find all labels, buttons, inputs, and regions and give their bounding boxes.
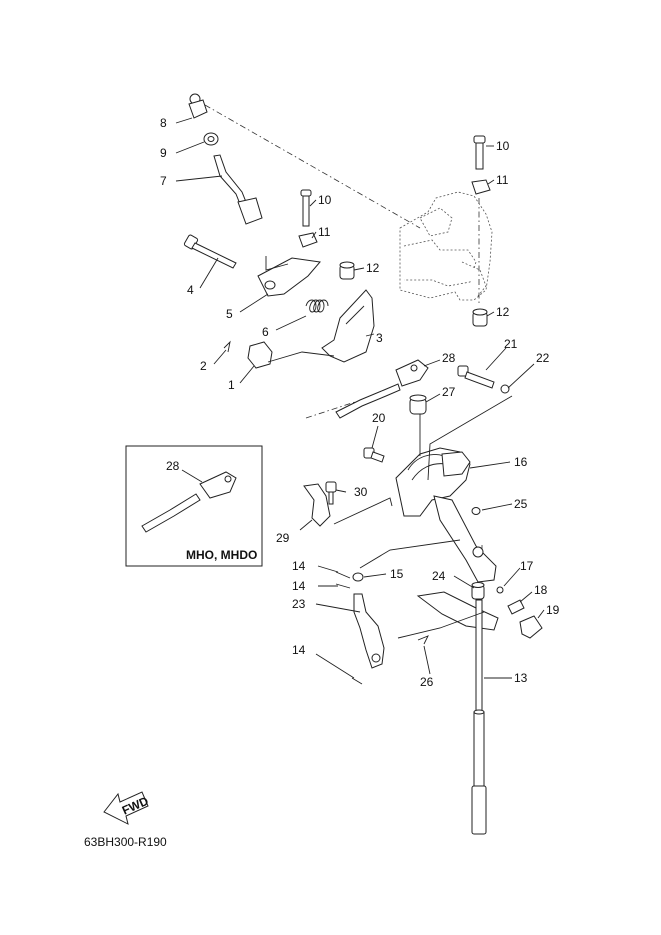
callout-14-lower: 14 [292,643,306,657]
callout-2: 2 [200,359,207,373]
part-24-bushing [471,582,485,600]
callout-22: 22 [536,351,550,365]
callout-29: 29 [276,531,290,545]
callout-26: 26 [420,675,434,689]
fwd-label: FWD [120,794,151,818]
part-12-collar-left [339,261,355,280]
part-3-throttle-cam [321,289,375,363]
part-17-ball [496,586,504,594]
part-5-lever-bracket [257,257,321,297]
part-13-shift-rod [471,599,487,835]
callout-17: 17 [520,559,534,573]
part-21-bolt [457,365,495,389]
part-8-cable-end [188,93,208,119]
callout-6: 6 [262,325,269,339]
callout-13: 13 [514,671,528,685]
part-11-nut-right [471,179,491,195]
callout-28: 28 [442,351,456,365]
callout-3: 3 [376,331,383,345]
callout-10-right: 10 [496,139,510,153]
callout-25: 25 [514,497,528,511]
part-25-washer [471,507,481,515]
part-20-screw [363,447,385,463]
callout-7: 7 [160,174,167,188]
drawing-code: 63BH300-R190 [84,835,167,849]
callout-leaders [175,117,545,679]
callout-9: 9 [160,146,167,160]
callout-labels: 8 9 7 10 11 12 4 5 6 3 2 1 10 11 12 28 2… [160,116,560,689]
callout-14-upper: 14 [292,559,306,573]
part-22-washer [500,384,510,394]
part-14-pin-middle [335,583,351,589]
callout-15: 15 [390,567,404,581]
callout-11-left: 11 [318,225,331,239]
callout-12-left: 12 [366,261,380,275]
part-26-pin [417,635,429,645]
part-10-screw-upper-left [300,189,312,227]
part-7-throttle-rod [213,154,263,225]
part-18-spring [507,599,525,615]
inset-caption: MHO, MHDO [186,548,257,562]
part-1-block [247,341,273,369]
part-30-bolt [325,481,337,505]
part-23-shift-lever [353,593,385,669]
callout-27: 27 [442,385,456,399]
shift-plate [416,591,499,631]
callout-23: 23 [292,597,306,611]
part-15-washer [352,572,364,582]
callout-8: 8 [160,116,167,130]
shift-arm [433,495,497,583]
assembly-centerlines [204,104,483,710]
part-28-shift-cable-end [395,359,429,387]
callout-14-middle: 14 [292,579,306,593]
fwd-arrow-icon: FWD [103,791,151,825]
part-16-shift-bracket [395,447,471,517]
part-27-collar [409,394,427,415]
callout-18: 18 [534,583,548,597]
part-19-plug [519,615,543,639]
callout-30: 30 [354,485,368,499]
inset-cable [141,493,201,533]
callout-21: 21 [504,337,518,351]
part-9-nut [203,132,219,146]
part-29-clip-bracket [303,483,331,527]
part-4-bolt [183,234,237,269]
engine-bracket-ghost [399,191,493,301]
part-14-pin-lower [351,677,363,685]
inset-callout-28: 28 [166,459,180,473]
callout-24: 24 [432,569,446,583]
callout-20: 20 [372,411,386,425]
part-6-spring [305,299,329,313]
part-12-collar-right [472,308,488,327]
callout-19: 19 [546,603,560,617]
callout-1: 1 [228,378,235,392]
callout-10-upper-left: 10 [318,193,332,207]
callout-12-right: 12 [496,305,510,319]
part-14-pin-upper [335,571,351,579]
shift-cable [335,383,401,419]
inset-variant-box: 28 MHO, MHDO [125,445,263,567]
callout-16: 16 [514,455,528,469]
callout-11-right: 11 [496,173,509,187]
part-2-pin [223,340,231,353]
callout-4: 4 [187,283,194,297]
callout-5: 5 [226,307,233,321]
part-10-screw-right [473,135,486,170]
